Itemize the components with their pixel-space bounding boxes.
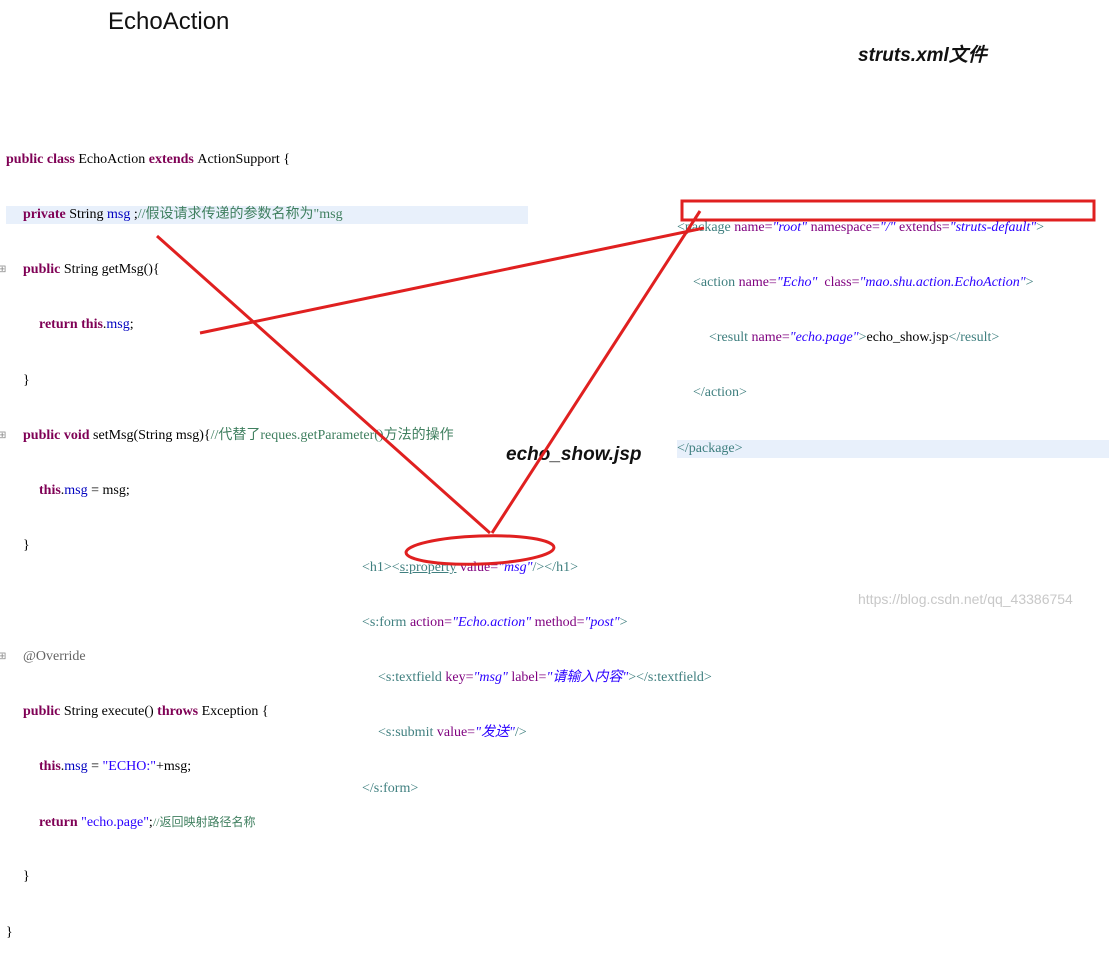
arrow-msg-to-property bbox=[156, 234, 491, 535]
action-highlight-box bbox=[680, 199, 1096, 222]
code-line: <s:submit value="发送"/> bbox=[378, 725, 527, 741]
code-line: } bbox=[23, 538, 30, 554]
code-line: } bbox=[23, 372, 30, 388]
code-line: </package> bbox=[677, 439, 1109, 459]
code-line: this.msg = msg; bbox=[39, 483, 130, 499]
code-line: ⊞public void setMsg(String msg){//代替了req… bbox=[0, 427, 454, 443]
arrow-action-to-form bbox=[490, 210, 702, 534]
code-line: <result name="echo.page">echo_show.jsp</… bbox=[709, 330, 1000, 346]
code-line: } bbox=[6, 924, 13, 940]
struts-xml-code-block: <package name="root" namespace="/" exten… bbox=[677, 182, 1109, 476]
code-line: </action> bbox=[693, 385, 747, 401]
arrow-echo-page-to-result bbox=[199, 226, 705, 335]
struts-xml-label: struts.xml文件 bbox=[858, 45, 987, 66]
code-line: <s:textfield key="msg" label="请输入内容"></s… bbox=[378, 670, 712, 686]
page-title: EchoAction bbox=[108, 8, 230, 35]
annotation-overlay bbox=[156, 199, 1096, 566]
code-line: return this.msg; bbox=[39, 317, 134, 333]
form-action-ellipse bbox=[404, 534, 556, 566]
code-line: <package name="root" namespace="/" exten… bbox=[677, 219, 1045, 235]
code-line: </s:form> bbox=[362, 780, 419, 796]
code-line: public class EchoAction extends ActionSu… bbox=[6, 151, 291, 167]
code-line: private String msg ;//假设请求传递的参数名称为"msg bbox=[6, 206, 528, 225]
watermark: https://blog.csdn.net/qq_43386754 bbox=[858, 591, 1073, 607]
code-line: <action name="Echo" class="mao.shu.actio… bbox=[693, 275, 1034, 291]
code-line: ⊞public String getMsg(){ bbox=[0, 262, 160, 278]
code-line: } bbox=[23, 869, 30, 885]
